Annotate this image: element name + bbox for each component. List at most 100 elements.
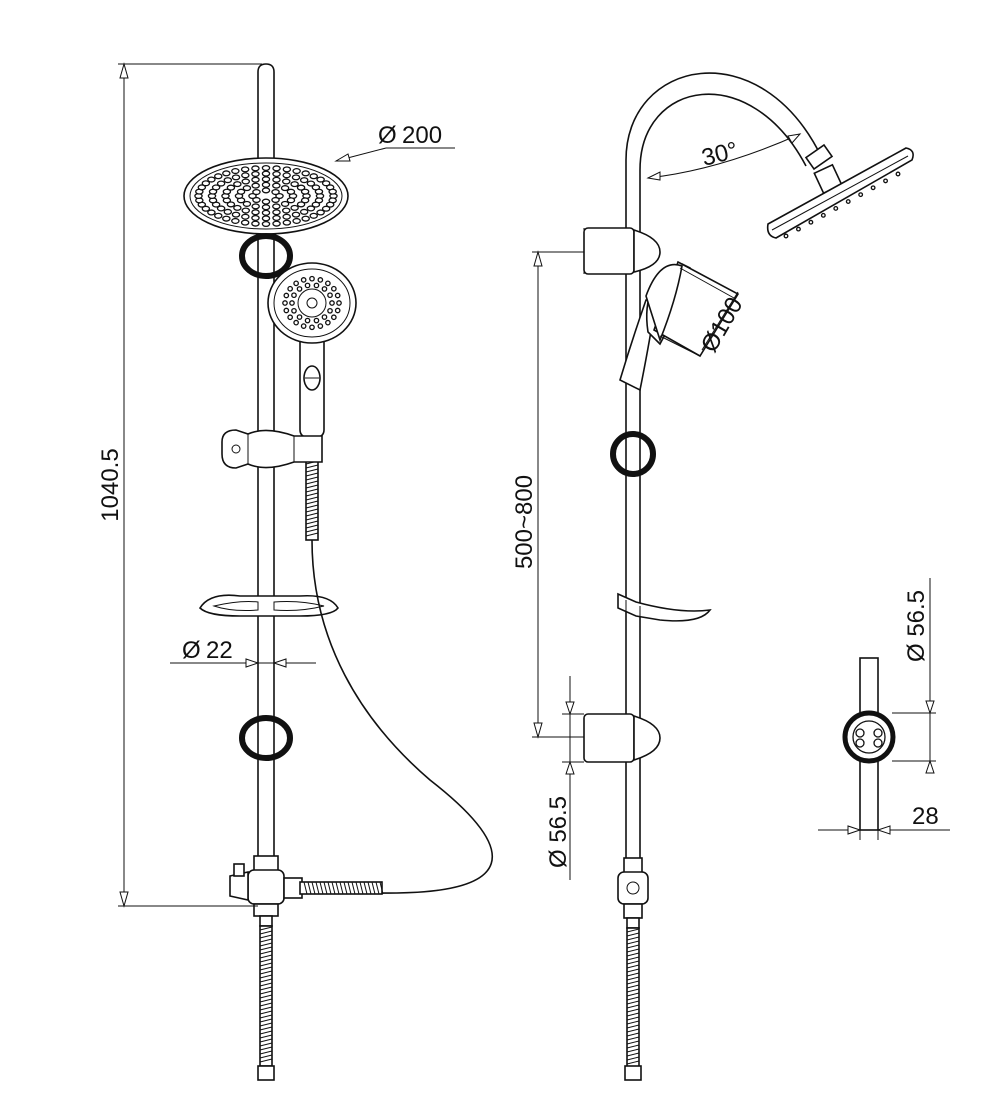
- nozzle-hole: [261, 204, 271, 211]
- nozzle-hole: [280, 185, 290, 192]
- nozzle-hole: [251, 220, 260, 227]
- hose-rib: [259, 1046, 273, 1051]
- nozzle-hole: [252, 188, 261, 196]
- nozzle-hole: [231, 217, 240, 224]
- nozzle-hole: [334, 307, 341, 314]
- nozzle-hole: [272, 170, 281, 178]
- hose-rib: [626, 1000, 640, 1005]
- hose-rib: [305, 512, 319, 517]
- nozzle-hole: [293, 319, 299, 326]
- nozzle-hole: [317, 277, 324, 283]
- nozzle-hole: [895, 171, 901, 177]
- nozzle-hole: [330, 314, 337, 321]
- shower-arm: [625, 72, 843, 860]
- nozzle-hole: [329, 300, 335, 306]
- hose-rib: [626, 948, 640, 953]
- nozzle-hole: [296, 201, 306, 208]
- bracket-diameter-detail-dimension: Ø 56.5: [892, 578, 936, 774]
- wall-bracket-icon: [583, 713, 661, 763]
- nozzle-hole: [223, 177, 233, 184]
- hose-rib: [259, 942, 273, 947]
- nozzle-hole: [286, 197, 296, 204]
- nozzle-hole: [261, 198, 271, 205]
- nozzle-hole: [291, 307, 297, 314]
- nozzle-hole: [222, 170, 231, 177]
- hose-rib: [259, 930, 273, 935]
- wall-bracket-icon: [239, 233, 293, 279]
- nozzle-hole: [296, 286, 303, 292]
- arm-angle-label: 30°: [699, 137, 741, 172]
- nozzle-hole: [325, 201, 335, 208]
- hose-rib: [626, 1044, 640, 1049]
- hose-rib: [259, 962, 273, 967]
- head-diameter-dimension: Ø 200: [334, 122, 455, 162]
- nozzle-hole: [261, 181, 271, 188]
- hose-rib: [305, 500, 319, 505]
- nozzle-hole: [287, 285, 294, 292]
- soap-dish-icon: [198, 594, 339, 617]
- nozzle-hole: [251, 203, 260, 210]
- hose-rib: [626, 936, 640, 941]
- hose-rib: [259, 958, 273, 963]
- nozzle-hole: [327, 307, 333, 314]
- diverter-valve-icon: [229, 855, 384, 927]
- hose-rib: [347, 881, 352, 895]
- nozzle-hole: [820, 212, 826, 218]
- hose-rib: [319, 881, 324, 895]
- hose-rib: [626, 1004, 640, 1009]
- hose-rib: [626, 964, 640, 969]
- hose-rib: [305, 492, 319, 497]
- hose-rib: [259, 1038, 273, 1043]
- hose-rib: [259, 1026, 273, 1031]
- nozzle-hole: [306, 205, 316, 212]
- nozzle-hole: [870, 185, 876, 191]
- hose-rib: [626, 1060, 640, 1065]
- hose-rib: [363, 881, 368, 895]
- nozzle-hole: [271, 196, 280, 204]
- nozzle-hole: [283, 307, 290, 314]
- hose-rib: [259, 1034, 273, 1039]
- hose-rib: [259, 926, 273, 931]
- nozzle-hole: [304, 317, 311, 324]
- wall-bracket-icon: [842, 710, 896, 764]
- nozzle-hole: [883, 178, 889, 184]
- arm-angle-dimension: 30°: [646, 133, 802, 181]
- hose-rib: [626, 1020, 640, 1025]
- hose-rib: [371, 881, 376, 895]
- nozzle-hole: [251, 176, 260, 183]
- hose-rib: [259, 1050, 273, 1055]
- nozzle-hole: [299, 177, 309, 184]
- nozzle-hole: [272, 209, 281, 216]
- nozzle-hole: [336, 300, 342, 306]
- nozzle-hole: [272, 203, 281, 210]
- hose-rib: [351, 881, 356, 895]
- hose-rib: [355, 881, 360, 895]
- hose-rib: [626, 952, 640, 957]
- nozzle-hole: [251, 214, 260, 222]
- nozzle-hole: [334, 292, 341, 299]
- nozzle-hole: [287, 314, 294, 321]
- nozzle-hole: [300, 188, 310, 195]
- nozzle-hole: [317, 323, 324, 329]
- hose-rib: [259, 954, 273, 959]
- hose-rib: [626, 976, 640, 981]
- nozzle-hole: [261, 187, 271, 194]
- nozzle-hole: [251, 182, 260, 189]
- nozzle-hole: [290, 204, 299, 211]
- hose-rib: [259, 1058, 273, 1063]
- diverter-valve-icon: [617, 857, 649, 929]
- hose-rib: [343, 881, 348, 895]
- nozzle-hole: [282, 213, 291, 220]
- height-dimension: 1040.5: [97, 62, 262, 908]
- nozzle-hole: [316, 209, 325, 216]
- nozzle-hole: [272, 176, 281, 183]
- hose-rib: [259, 934, 273, 939]
- rain-shower-head-icon: [766, 147, 914, 239]
- nozzle-hole: [283, 292, 290, 299]
- slide-holder-icon: [610, 431, 656, 477]
- hose-rib: [323, 881, 328, 895]
- front-view: 1040.5 Ø 200 Ø 22: [97, 62, 494, 1081]
- nozzle-hole: [233, 181, 242, 188]
- hose-rib: [305, 472, 319, 477]
